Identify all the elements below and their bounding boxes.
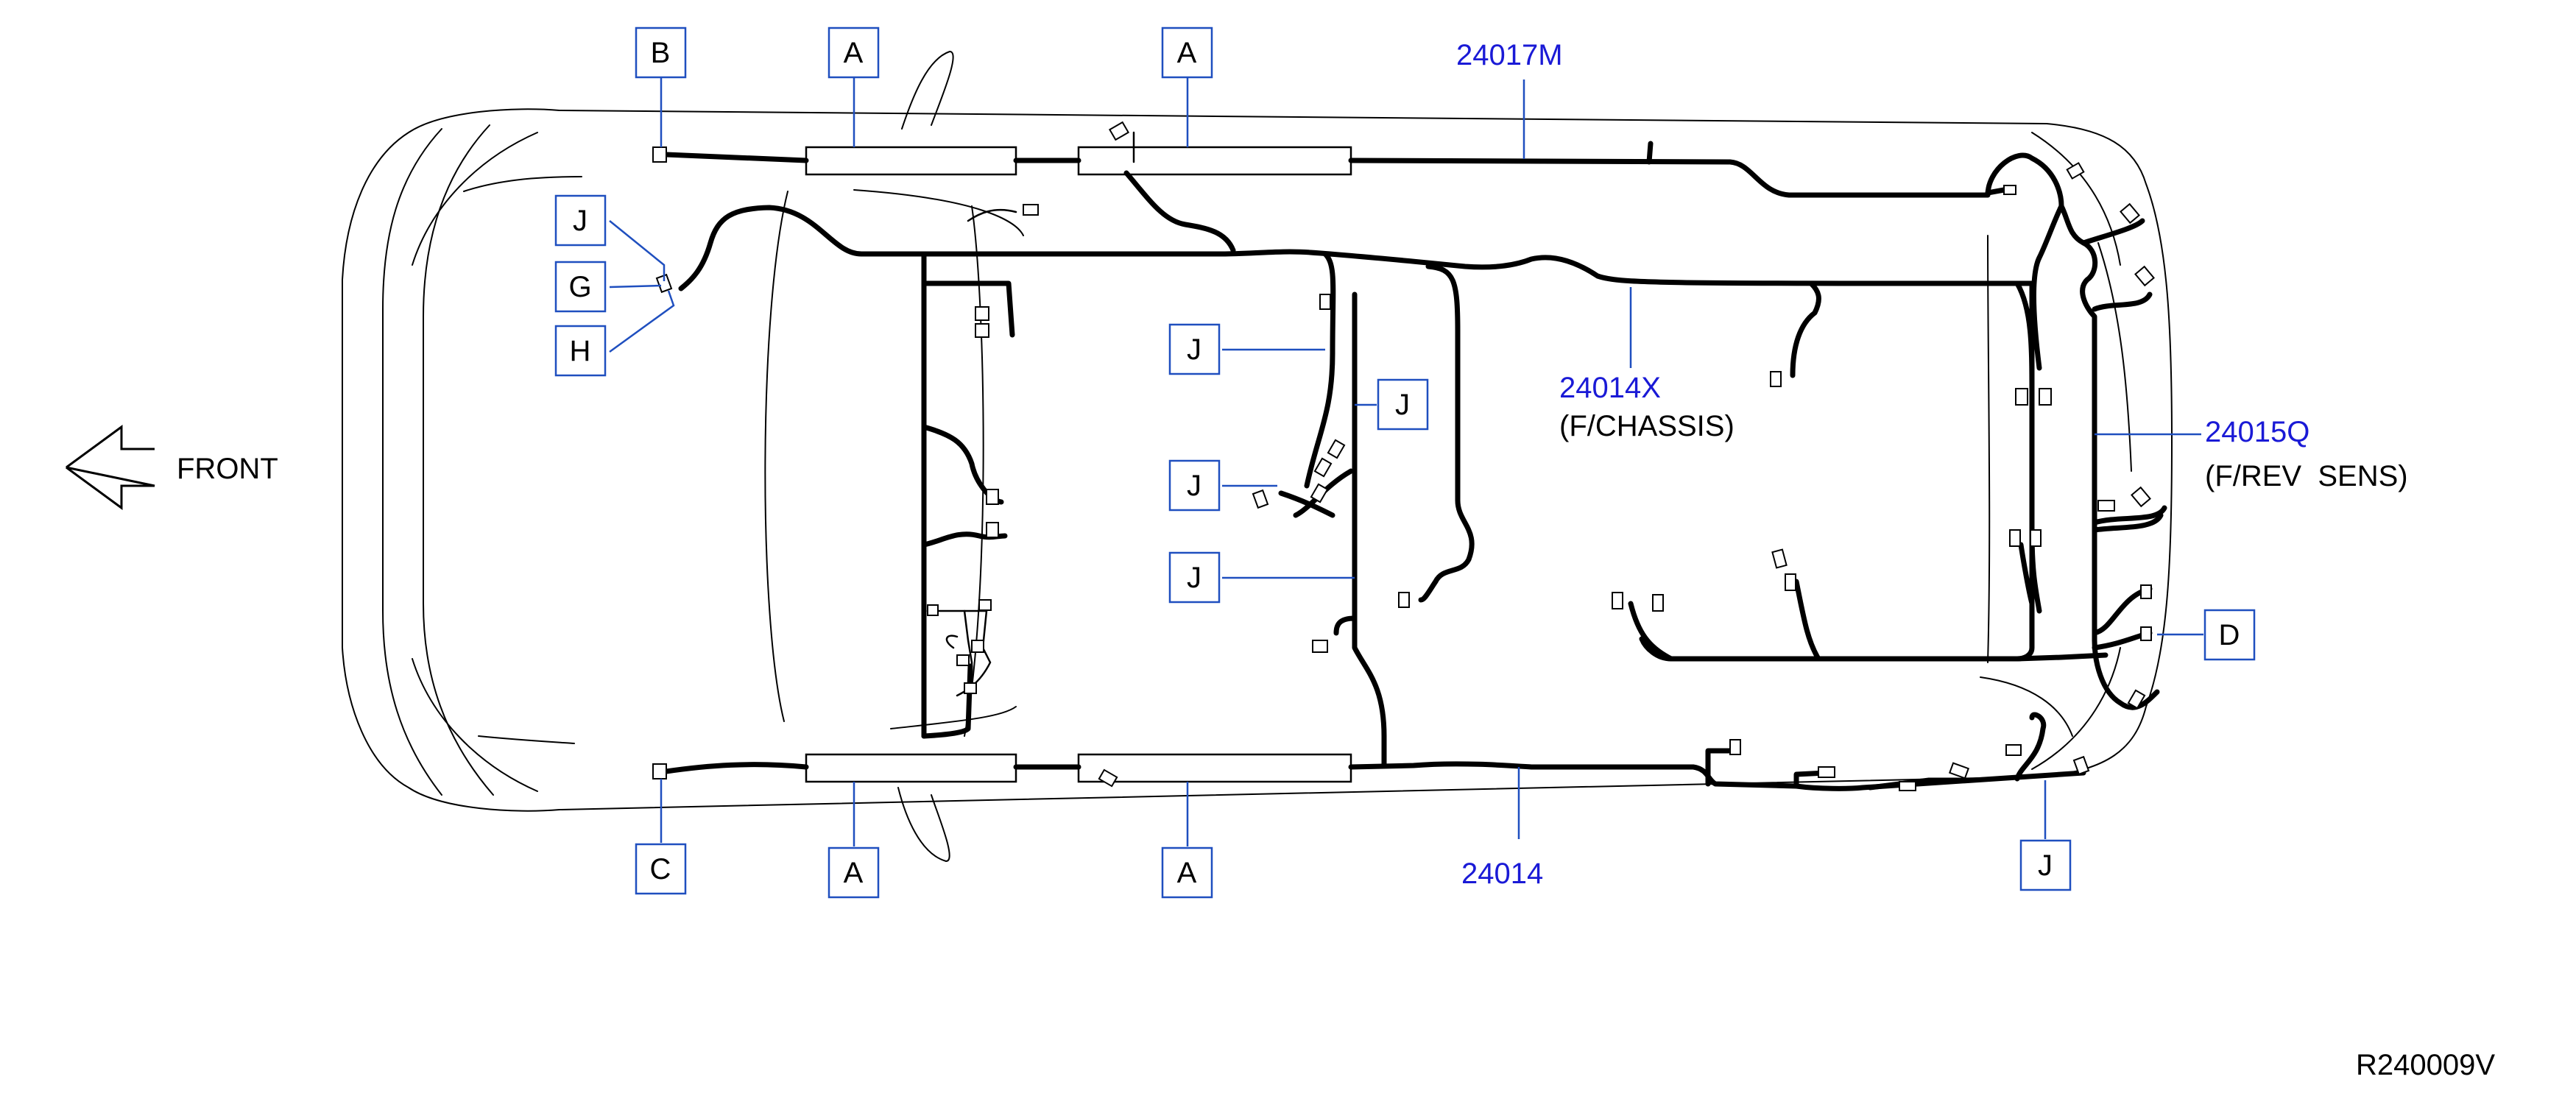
callout-c-bottom: C	[635, 843, 687, 895]
connector	[1771, 548, 1788, 569]
leader-lines	[609, 77, 2203, 846]
callout-letter: A	[1177, 37, 1197, 69]
callout-letter: A	[1177, 857, 1197, 889]
connector	[1612, 592, 1623, 609]
connector	[2039, 388, 2052, 406]
connector	[2127, 689, 2146, 710]
callout-letter: B	[651, 37, 671, 69]
connector	[1327, 439, 1346, 459]
figure-code: R240009V	[2356, 1049, 2495, 1081]
callout-letter: J	[1187, 470, 1201, 502]
rail-bottom-front	[805, 753, 1017, 783]
connector	[1770, 371, 1782, 387]
callout-letter: J	[573, 205, 587, 237]
connector	[1729, 739, 1741, 755]
callout-letter: A	[844, 37, 864, 69]
callout-a-bottom-left: A	[828, 846, 880, 899]
connector	[2072, 755, 2090, 776]
front-arrow-icon	[66, 425, 155, 510]
connector	[2134, 265, 2155, 287]
connector	[652, 146, 667, 163]
front-label: FRONT	[177, 453, 278, 485]
callout-b-top: B	[635, 26, 687, 79]
connector	[1310, 483, 1329, 503]
connector	[1785, 573, 1796, 591]
rail-bottom-rear	[1077, 753, 1352, 783]
callout-letter: H	[570, 335, 591, 367]
connector	[1398, 592, 1410, 608]
connector	[1652, 594, 1664, 612]
part-desc-f-chassis: (F/CHASSIS)	[1559, 410, 1735, 442]
thin-wires	[926, 131, 1135, 697]
callout-g-left: G	[554, 261, 607, 313]
callout-a-top-right: A	[1161, 26, 1213, 79]
connector	[1098, 768, 1118, 788]
connector	[964, 682, 977, 694]
callout-a-top-left: A	[828, 26, 880, 79]
connector	[1899, 781, 1916, 791]
connector	[2120, 202, 2140, 224]
connector	[2015, 388, 2028, 406]
callout-letter: J	[2038, 849, 2053, 882]
connector	[2005, 744, 2022, 756]
connector	[956, 654, 970, 666]
callout-letter: J	[1395, 389, 1410, 421]
connector	[1252, 489, 1269, 509]
connector	[978, 599, 992, 611]
car-body-outline	[342, 51, 2173, 862]
callout-j-mid-1: J	[1168, 323, 1221, 375]
connector	[1818, 766, 1835, 778]
connector	[1319, 294, 1331, 310]
connector	[2030, 529, 2042, 547]
callout-letter: J	[1187, 333, 1201, 366]
side-rails	[805, 146, 1352, 783]
callout-letter: G	[568, 271, 591, 303]
connector	[2140, 584, 2152, 599]
connector	[2131, 486, 2151, 508]
connector	[1023, 204, 1039, 216]
connector	[975, 323, 989, 338]
connector	[986, 522, 999, 538]
connector	[986, 489, 999, 505]
connector	[1313, 457, 1333, 478]
callout-j-mid-2: J	[1377, 378, 1429, 431]
connector	[971, 640, 984, 653]
rail-top-rear	[1077, 146, 1352, 176]
connector	[652, 763, 667, 779]
part-number-24014: 24014	[1461, 858, 1543, 890]
callout-j-left: J	[554, 194, 607, 247]
connector	[927, 604, 939, 616]
callout-letter: D	[2219, 619, 2240, 651]
connectors	[652, 121, 2155, 791]
callout-j-mid-4: J	[1168, 551, 1221, 604]
harness-wires	[663, 141, 2167, 791]
rail-top-front	[805, 146, 1017, 176]
callout-j-bottom-right: J	[2019, 839, 2072, 891]
connector	[2009, 529, 2021, 547]
callout-letter: C	[650, 853, 671, 885]
callout-a-bottom-right: A	[1161, 846, 1213, 899]
connector	[1312, 640, 1328, 653]
callout-j-mid-3: J	[1168, 459, 1221, 512]
connector	[2097, 500, 2115, 512]
connector	[1948, 762, 1970, 779]
callout-h-left: H	[554, 325, 607, 377]
part-number-24017m: 24017M	[1456, 39, 1563, 71]
connector	[2003, 185, 2016, 195]
connector	[975, 306, 989, 321]
part-desc-f-rev-sens: (F/REV SENS)	[2205, 460, 2408, 492]
part-number-24014x: 24014X	[1559, 372, 1661, 404]
callout-d-right: D	[2203, 609, 2256, 661]
callout-letter: A	[844, 857, 864, 889]
part-number-24015q: 24015Q	[2205, 416, 2309, 448]
connector	[1108, 121, 1130, 141]
callout-letter: J	[1187, 562, 1201, 594]
connector	[2066, 162, 2085, 180]
connector	[2140, 626, 2152, 641]
